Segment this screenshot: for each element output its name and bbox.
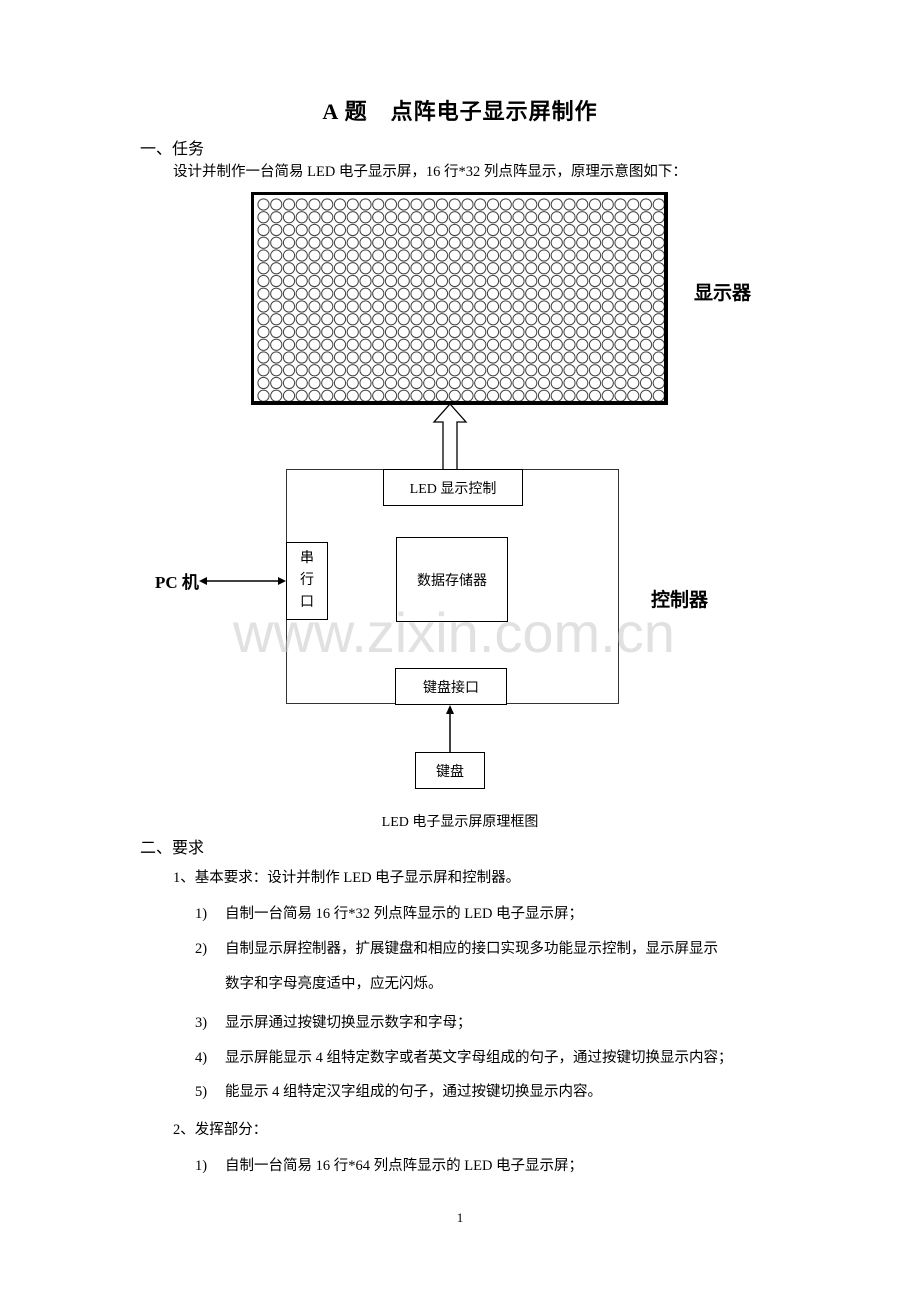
- arrow-up-icon: [446, 705, 454, 752]
- led-dot-grid: [257, 198, 664, 401]
- keyboard-block: 键盘: [415, 752, 485, 789]
- data-memory-block: 数据存储器: [396, 537, 508, 622]
- controller-label: 控制器: [651, 589, 709, 611]
- pc-label: PC 机: [155, 573, 199, 592]
- hollow-arrow-up-icon: [432, 403, 468, 471]
- extended-heading: 2、发挥部分：: [173, 1122, 268, 1138]
- basic-requirements-heading: 1、基本要求：设计并制作 LED 电子显示屏和控制器。: [173, 870, 521, 886]
- led-display-control-block: LED 显示控制: [383, 469, 523, 506]
- serial-char-1: 串: [300, 551, 314, 566]
- bidirectional-arrow-icon: [199, 577, 286, 585]
- keyboard-interface-block: 键盘接口: [395, 668, 507, 705]
- basic-item-3: 3)显示屏通过按键切换显示数字和字母；: [195, 1015, 472, 1031]
- display-label: 显示器: [694, 282, 752, 304]
- basic-item-5: 5)能显示 4 组特定汉字组成的句子，通过按键切换显示内容。: [195, 1084, 602, 1100]
- section-heading-requirements: 二、要求: [140, 840, 205, 857]
- serial-char-2: 行: [300, 573, 314, 588]
- extended-item-1: 1)自制一台简易 16 行*64 列点阵显示的 LED 电子显示屏；: [195, 1158, 584, 1174]
- diagram-caption: LED 电子显示屏原理框图: [381, 815, 539, 830]
- serial-char-3: 口: [300, 595, 314, 610]
- section-heading-task: 一、任务: [140, 141, 205, 158]
- basic-item-1: 1)自制一台简易 16 行*32 列点阵显示的 LED 电子显示屏；: [195, 906, 584, 922]
- basic-item-2-continuation: 数字和字母亮度适中，应无闪烁。: [225, 976, 443, 992]
- page-number: 1: [456, 1210, 464, 1225]
- basic-item-4: 4)显示屏能显示 4 组特定数字或者英文字母组成的句子，通过按键切换显示内容；: [195, 1050, 733, 1066]
- basic-item-2: 2)自制显示屏控制器，扩展键盘和相应的接口实现多功能显示控制，显示屏显示: [195, 941, 718, 957]
- led-display-matrix: [251, 192, 668, 405]
- page-title: A 题 点阵电子显示屏制作: [322, 99, 598, 124]
- task-description: 设计并制作一台简易 LED 电子显示屏，16 行*32 列点阵显示，原理示意图如…: [173, 164, 687, 180]
- serial-port-block: 串 行 口: [286, 542, 328, 620]
